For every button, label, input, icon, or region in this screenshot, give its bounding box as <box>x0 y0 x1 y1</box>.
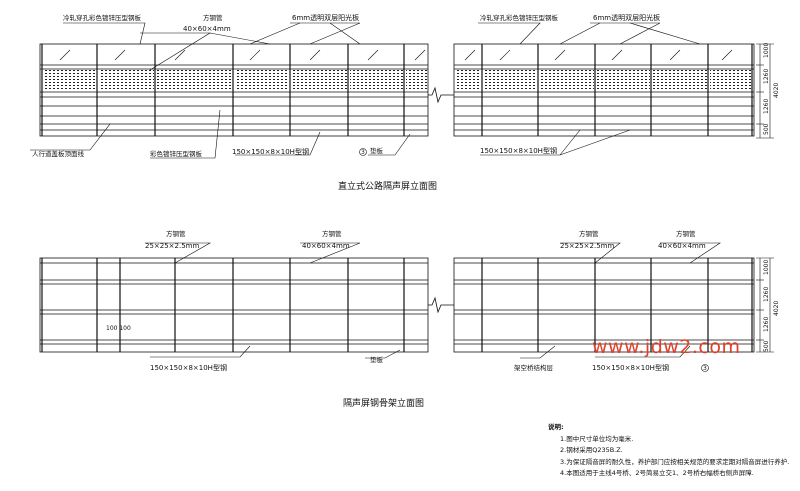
dim-1260-d: 1260 <box>763 317 770 332</box>
dim-500-b: 500 <box>763 340 770 352</box>
label-bedding: 垫板 <box>370 146 384 155</box>
top-leaders <box>30 22 701 159</box>
label-perforated-panel-right: 冷轧穿孔彩色镀锌压型钢板 <box>480 13 559 22</box>
bottom-elevation-title: 隔声屏钢骨架立面图 <box>343 397 424 409</box>
label-circle-no-bottom: 3 <box>703 365 707 372</box>
label-spacing: 100 100 <box>106 325 131 332</box>
label-square-tube-size: 40×60×4mm <box>183 25 231 33</box>
break-line <box>428 86 454 104</box>
note-item: 3.为保证隔音屏的耐久性，养护部门应按相关规范的要求定期对隔音屏进行养护. <box>560 457 790 466</box>
top-left-panel <box>39 43 429 137</box>
label-h-beam-bottom: 150×150×8×10H型钢 <box>150 363 227 372</box>
label-size-a: 25×25×2.5mm <box>145 242 199 250</box>
label-size-b: 40×60×4mm <box>302 242 350 250</box>
label-square-tube-a: 方钢管 <box>166 229 186 238</box>
notes-heading: 说明: <box>548 423 564 431</box>
top-elevation-title: 直立式公路隔声屏立面图 <box>338 180 437 192</box>
label-circle-no: 3 <box>361 149 365 156</box>
label-perforated-panel: 冷轧穿孔彩色镀锌压型钢板 <box>63 13 142 22</box>
note-item: 1.图中尺寸单位均为毫米. <box>560 434 634 443</box>
dim-1260-a: 1260 <box>763 69 770 84</box>
label-size-d: 40×60×4mm <box>658 242 706 250</box>
top-elevation <box>39 43 755 137</box>
break-line <box>428 296 454 314</box>
label-sidewalk: 人行道盖板顶面线 <box>32 149 85 158</box>
bottom-dim-lines <box>756 257 774 353</box>
label-glass: 6mm透明双层阳光板 <box>292 13 359 22</box>
label-size-c: 25×25×2.5mm <box>560 242 614 250</box>
dim-4020-b: 4020 <box>773 301 780 316</box>
watermark: www.jdw2.com <box>592 336 741 358</box>
note-item: 4.本图适用于主线4号桥、2号简易立交1、2号桥右幅桥右侧声屏障. <box>560 469 754 477</box>
label-h-beam: 150×150×8×10H型钢 <box>232 147 309 156</box>
bottom-elevation <box>39 257 755 353</box>
dim-4020: 4020 <box>773 83 780 98</box>
dim-1260-b: 1260 <box>763 99 770 114</box>
perforated-panels <box>44 70 751 91</box>
bottom-left-frame <box>39 257 429 353</box>
label-square-tube-d: 方钢管 <box>676 229 696 238</box>
label-h-beam-right: 150×150×8×10H型钢 <box>480 146 557 155</box>
dim-1000: 1000 <box>763 43 770 58</box>
top-right-panel <box>453 43 755 137</box>
label-glass-right: 6mm透明双层阳光板 <box>593 13 660 22</box>
dim-1260-c: 1260 <box>763 287 770 302</box>
label-color-plate: 彩色镀锌压型钢板 <box>150 149 203 158</box>
bottom-right-frame <box>453 257 755 353</box>
label-square-tube-b: 方钢管 <box>322 229 342 238</box>
label-square-tube: 方钢管 <box>203 13 223 22</box>
bottom-leaders <box>145 242 721 359</box>
notes-block: 说明: 1.图中尺寸单位均为毫米. 2.钢材采用Q235B.Z. 3.为保证隔音… <box>548 422 798 480</box>
label-h-beam-bottom-right: 150×150×8×10H型钢 <box>592 363 669 372</box>
dim-500: 500 <box>763 123 770 135</box>
top-dim-lines <box>756 43 774 139</box>
label-bedding-bottom: 垫板 <box>370 355 384 364</box>
dim-1000-b: 1000 <box>763 260 770 275</box>
note-item: 2.钢材采用Q235B.Z. <box>560 446 623 454</box>
label-square-tube-c: 方钢管 <box>579 229 599 238</box>
label-frame-layer: 架空桥结构层 <box>514 363 554 372</box>
